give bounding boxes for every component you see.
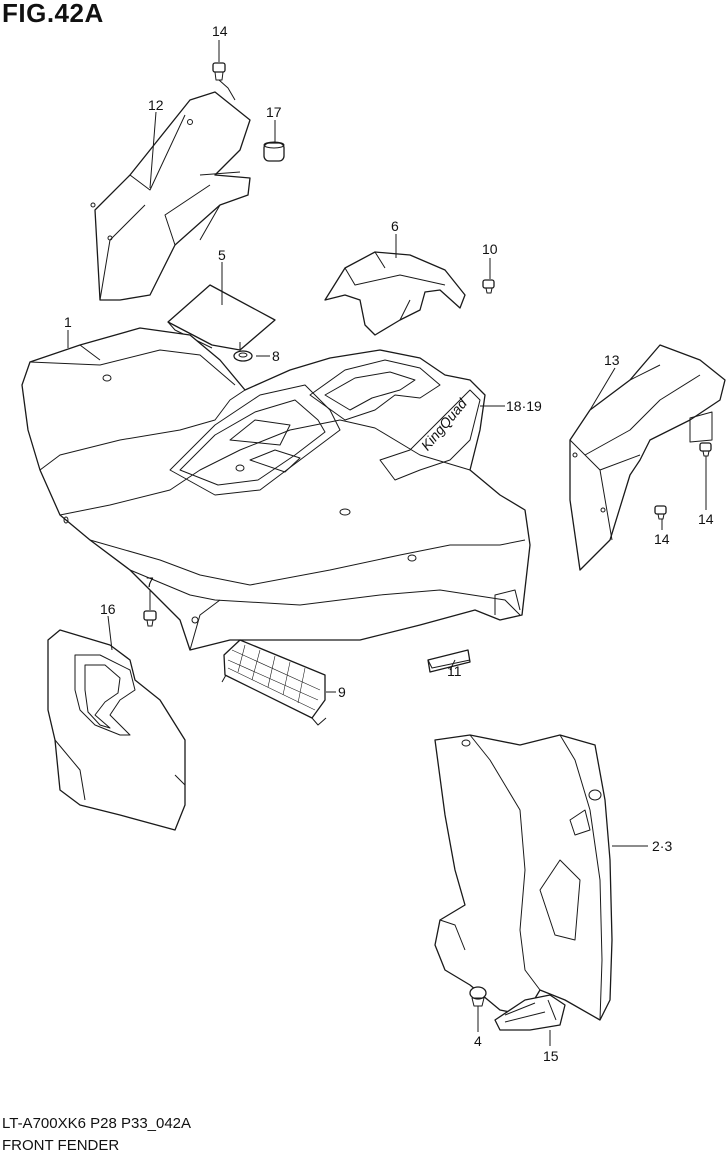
part-11-reflector[interactable]: [427, 649, 471, 673]
callout-9: 9: [338, 684, 346, 700]
callout-1: 1: [64, 314, 72, 330]
callout-2-3: 2·3: [652, 838, 672, 854]
figure-title: FIG.42A: [2, 0, 104, 28]
part-8-nut[interactable]: [233, 350, 253, 362]
part-6-cover[interactable]: [324, 251, 466, 336]
callout-14-middle: 14: [654, 531, 670, 547]
leader-lines: [67, 40, 707, 1046]
callout-16: 16: [100, 601, 116, 617]
part-5-pad[interactable]: [167, 284, 276, 351]
callout-13: 13: [604, 352, 620, 368]
part-17-grommet[interactable]: [263, 141, 285, 162]
callout-17: 17: [266, 104, 282, 120]
part-14-screw-right-lower[interactable]: [654, 505, 667, 520]
callout-6: 6: [391, 218, 399, 234]
part-14-screw-right-upper[interactable]: [699, 442, 712, 457]
part-7-screw[interactable]: [143, 610, 157, 627]
figure-model-code: LT-A700XK6 P28 P33_042A: [2, 1115, 192, 1132]
part-9-grille[interactable]: [221, 639, 327, 726]
part-4-clip[interactable]: [469, 986, 487, 1007]
callout-labels: 14 12 17 5 8 6 10 1 18·19 13 14 14 7 16 …: [64, 23, 714, 1064]
part-1-front-fender[interactable]: KingQuad: [21, 327, 531, 651]
figure-name: FRONT FENDER: [2, 1137, 120, 1154]
callout-7: 7: [146, 574, 154, 590]
callout-12: 12: [148, 97, 164, 113]
callout-14-top: 14: [212, 23, 228, 39]
part-15-cover-plate[interactable]: [494, 994, 566, 1031]
part-13-right-inner-panel[interactable]: [569, 344, 726, 571]
callout-11: 11: [447, 663, 462, 679]
callout-15: 15: [543, 1048, 559, 1064]
callout-10: 10: [482, 241, 498, 257]
part-14-screw-top[interactable]: [212, 62, 236, 101]
callout-4: 4: [474, 1033, 482, 1049]
callout-18-19: 18·19: [506, 398, 542, 414]
part-10-screw[interactable]: [482, 279, 495, 294]
part-16-splash-panel[interactable]: [47, 629, 186, 831]
callout-8: 8: [272, 348, 280, 364]
callout-5: 5: [218, 247, 226, 263]
part-2-3-mud-guard[interactable]: [434, 734, 613, 1021]
callout-14-right: 14: [698, 511, 714, 527]
part-12-left-inner-panel[interactable]: [90, 91, 251, 301]
